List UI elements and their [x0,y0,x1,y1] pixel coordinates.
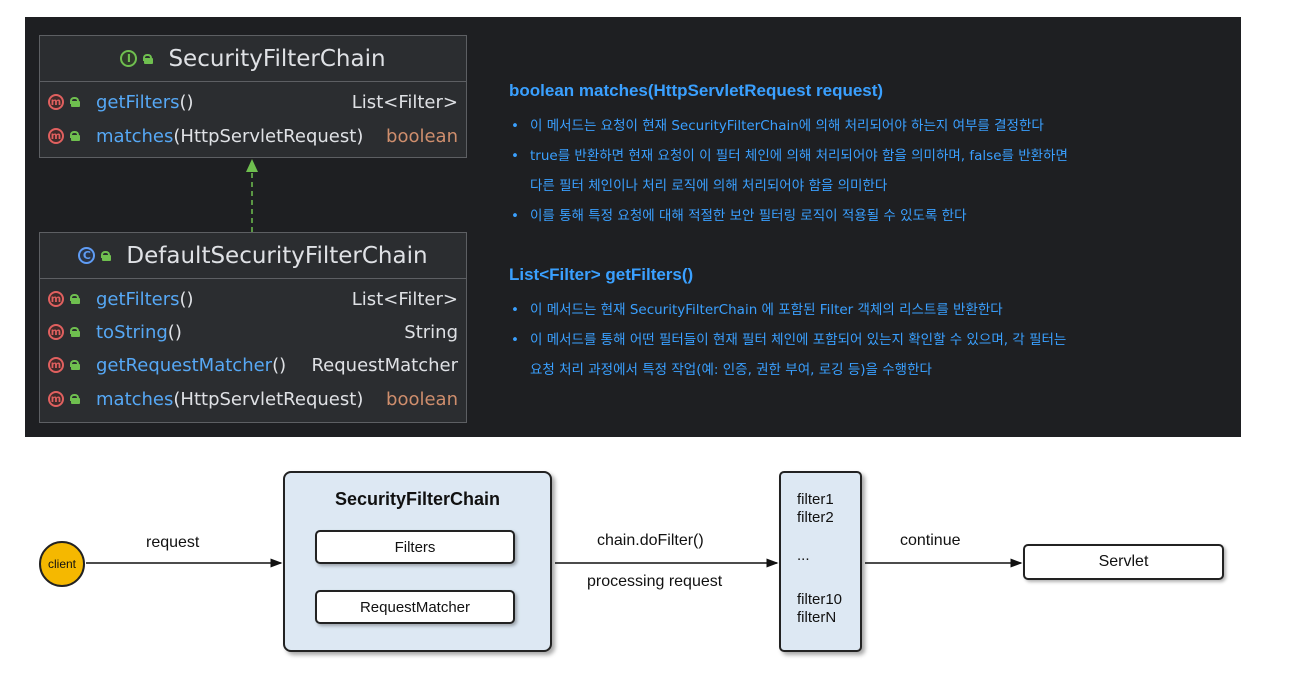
method-icon: m [48,291,64,307]
interface-icon: I [120,50,138,67]
filters-list-box: filter1 filter2 ... filter10 filterN [779,471,862,652]
method-row: m matches(HttpServletRequest) boolean [48,383,458,415]
method-return-type: String [404,321,458,343]
method-name: toString [96,321,168,343]
method-row: m matches(HttpServletRequest) boolean [48,120,458,152]
flow-arrows [86,558,1023,568]
getfilters-description: List<Filter> getFilters() 이 메서드는 현재 Secu… [509,265,1229,385]
servlet-box: Servlet [1023,544,1224,580]
public-lock-icon [70,327,81,337]
class-name: DefaultSecurityFilterChain [126,242,428,269]
matches-heading: boolean matches(HttpServletRequest reque… [509,81,884,100]
public-lock-icon [70,131,81,141]
method-paren-open: ( [179,91,187,113]
method-paren-open: ( [167,321,175,343]
method-args: HttpServletRequest [180,125,357,147]
bullet-text: true를 반환하면 현재 요청이 이 필터 체인에 의해 처리되어야 함을 의… [530,148,1068,164]
method-paren-close: ) [174,321,182,343]
method-return-type: boolean [386,388,458,410]
filters-box: Filters [315,530,515,564]
dofilter-label: chain.doFilter() [597,532,704,549]
public-lock-icon [70,394,81,404]
filter-item: filter1 [797,491,834,508]
public-lock-icon [143,53,154,64]
public-lock-icon [70,360,81,370]
bullet-continuation: 다른 필터 체인이나 처리 로직에 의해 처리되어야 함을 의미한다 [530,178,888,194]
method-args: HttpServletRequest [180,388,357,410]
method-name: getFilters [96,91,180,113]
method-name: getRequestMatcher [96,354,273,376]
method-name: matches [96,125,174,147]
request-matcher-box: RequestMatcher [315,590,515,624]
method-paren-open: ( [173,125,181,147]
uml-panel: I SecurityFilterChain m getFilters() Lis… [25,17,1241,437]
getfilters-heading: List<Filter> getFilters() [509,265,694,284]
class-box: C DefaultSecurityFilterChain m getFilter… [39,232,467,423]
description-bullet: true를 반환하면 현재 요청이 이 필터 체인에 의해 처리되어야 함을 의… [509,141,1229,201]
request-label: request [146,534,200,551]
method-name: getFilters [96,288,180,310]
method-row: m getRequestMatcher() RequestMatcher [48,349,458,381]
method-icon: m [48,128,64,144]
filter-item: ... [797,547,810,564]
method-paren-open: ( [173,388,181,410]
description-bullet: 이 메서드는 현재 SecurityFilterChain 에 포함된 Filt… [509,295,1229,325]
method-return-type: RequestMatcher [311,354,458,376]
interface-name: SecurityFilterChain [168,45,386,72]
method-return-type: List<Filter> [351,288,458,310]
method-return-type: List<Filter> [351,91,458,113]
interface-box: I SecurityFilterChain m getFilters() Lis… [39,35,467,158]
method-paren-close: ) [186,288,194,310]
method-row: m toString() String [48,316,458,348]
client-node: client [39,541,85,587]
method-icon: m [48,324,64,340]
method-paren-open: ( [272,354,280,376]
processing-label: processing request [587,573,723,590]
method-paren-close: ) [356,388,364,410]
bullet-continuation: 요청 처리 과정에서 특정 작업(예: 인증, 권한 부여, 로깅 등)을 수행… [530,362,932,378]
filter-item: filter10 [797,591,843,608]
public-lock-icon [70,97,81,107]
method-row: m getFilters() List<Filter> [48,86,458,118]
method-name: matches [96,388,174,410]
method-return-type: boolean [386,125,458,147]
method-paren-close: ) [186,91,194,113]
method-icon: m [48,391,64,407]
implements-arrow [246,159,258,232]
method-icon: m [48,94,64,110]
method-icon: m [48,357,64,373]
description-bullet: 이 메서드를 통해 어떤 필터들이 현재 필터 체인에 포함되어 있는지 확인할… [509,325,1229,385]
method-paren-close: ) [279,354,287,376]
public-lock-icon [101,250,112,261]
public-lock-icon [70,294,81,304]
interface-header: I SecurityFilterChain [40,36,466,82]
chain-title: SecurityFilterChain [334,489,501,509]
filter-item: filterN [797,609,837,626]
method-paren-close: ) [356,125,364,147]
security-filter-chain-box: SecurityFilterChain Filters RequestMatch… [283,471,552,652]
description-bullet: 이를 통해 특정 요청에 대해 적절한 보안 필터링 로직이 적용될 수 있도록… [509,201,1229,231]
method-row: m getFilters() List<Filter> [48,283,458,315]
method-paren-open: ( [179,288,187,310]
continue-label: continue [900,532,961,549]
class-icon: C [78,247,96,264]
filter-item: filter2 [797,509,834,526]
bullet-text: 이 메서드를 통해 어떤 필터들이 현재 필터 체인에 포함되어 있는지 확인할… [530,332,1067,348]
matches-description: boolean matches(HttpServletRequest reque… [509,81,1229,231]
flow-diagram: client request SecurityFilterChain Filte… [0,440,1289,687]
description-bullet: 이 메서드는 요청이 현재 SecurityFilterChain에 의해 처리… [509,111,1229,141]
class-header: C DefaultSecurityFilterChain [40,233,466,279]
